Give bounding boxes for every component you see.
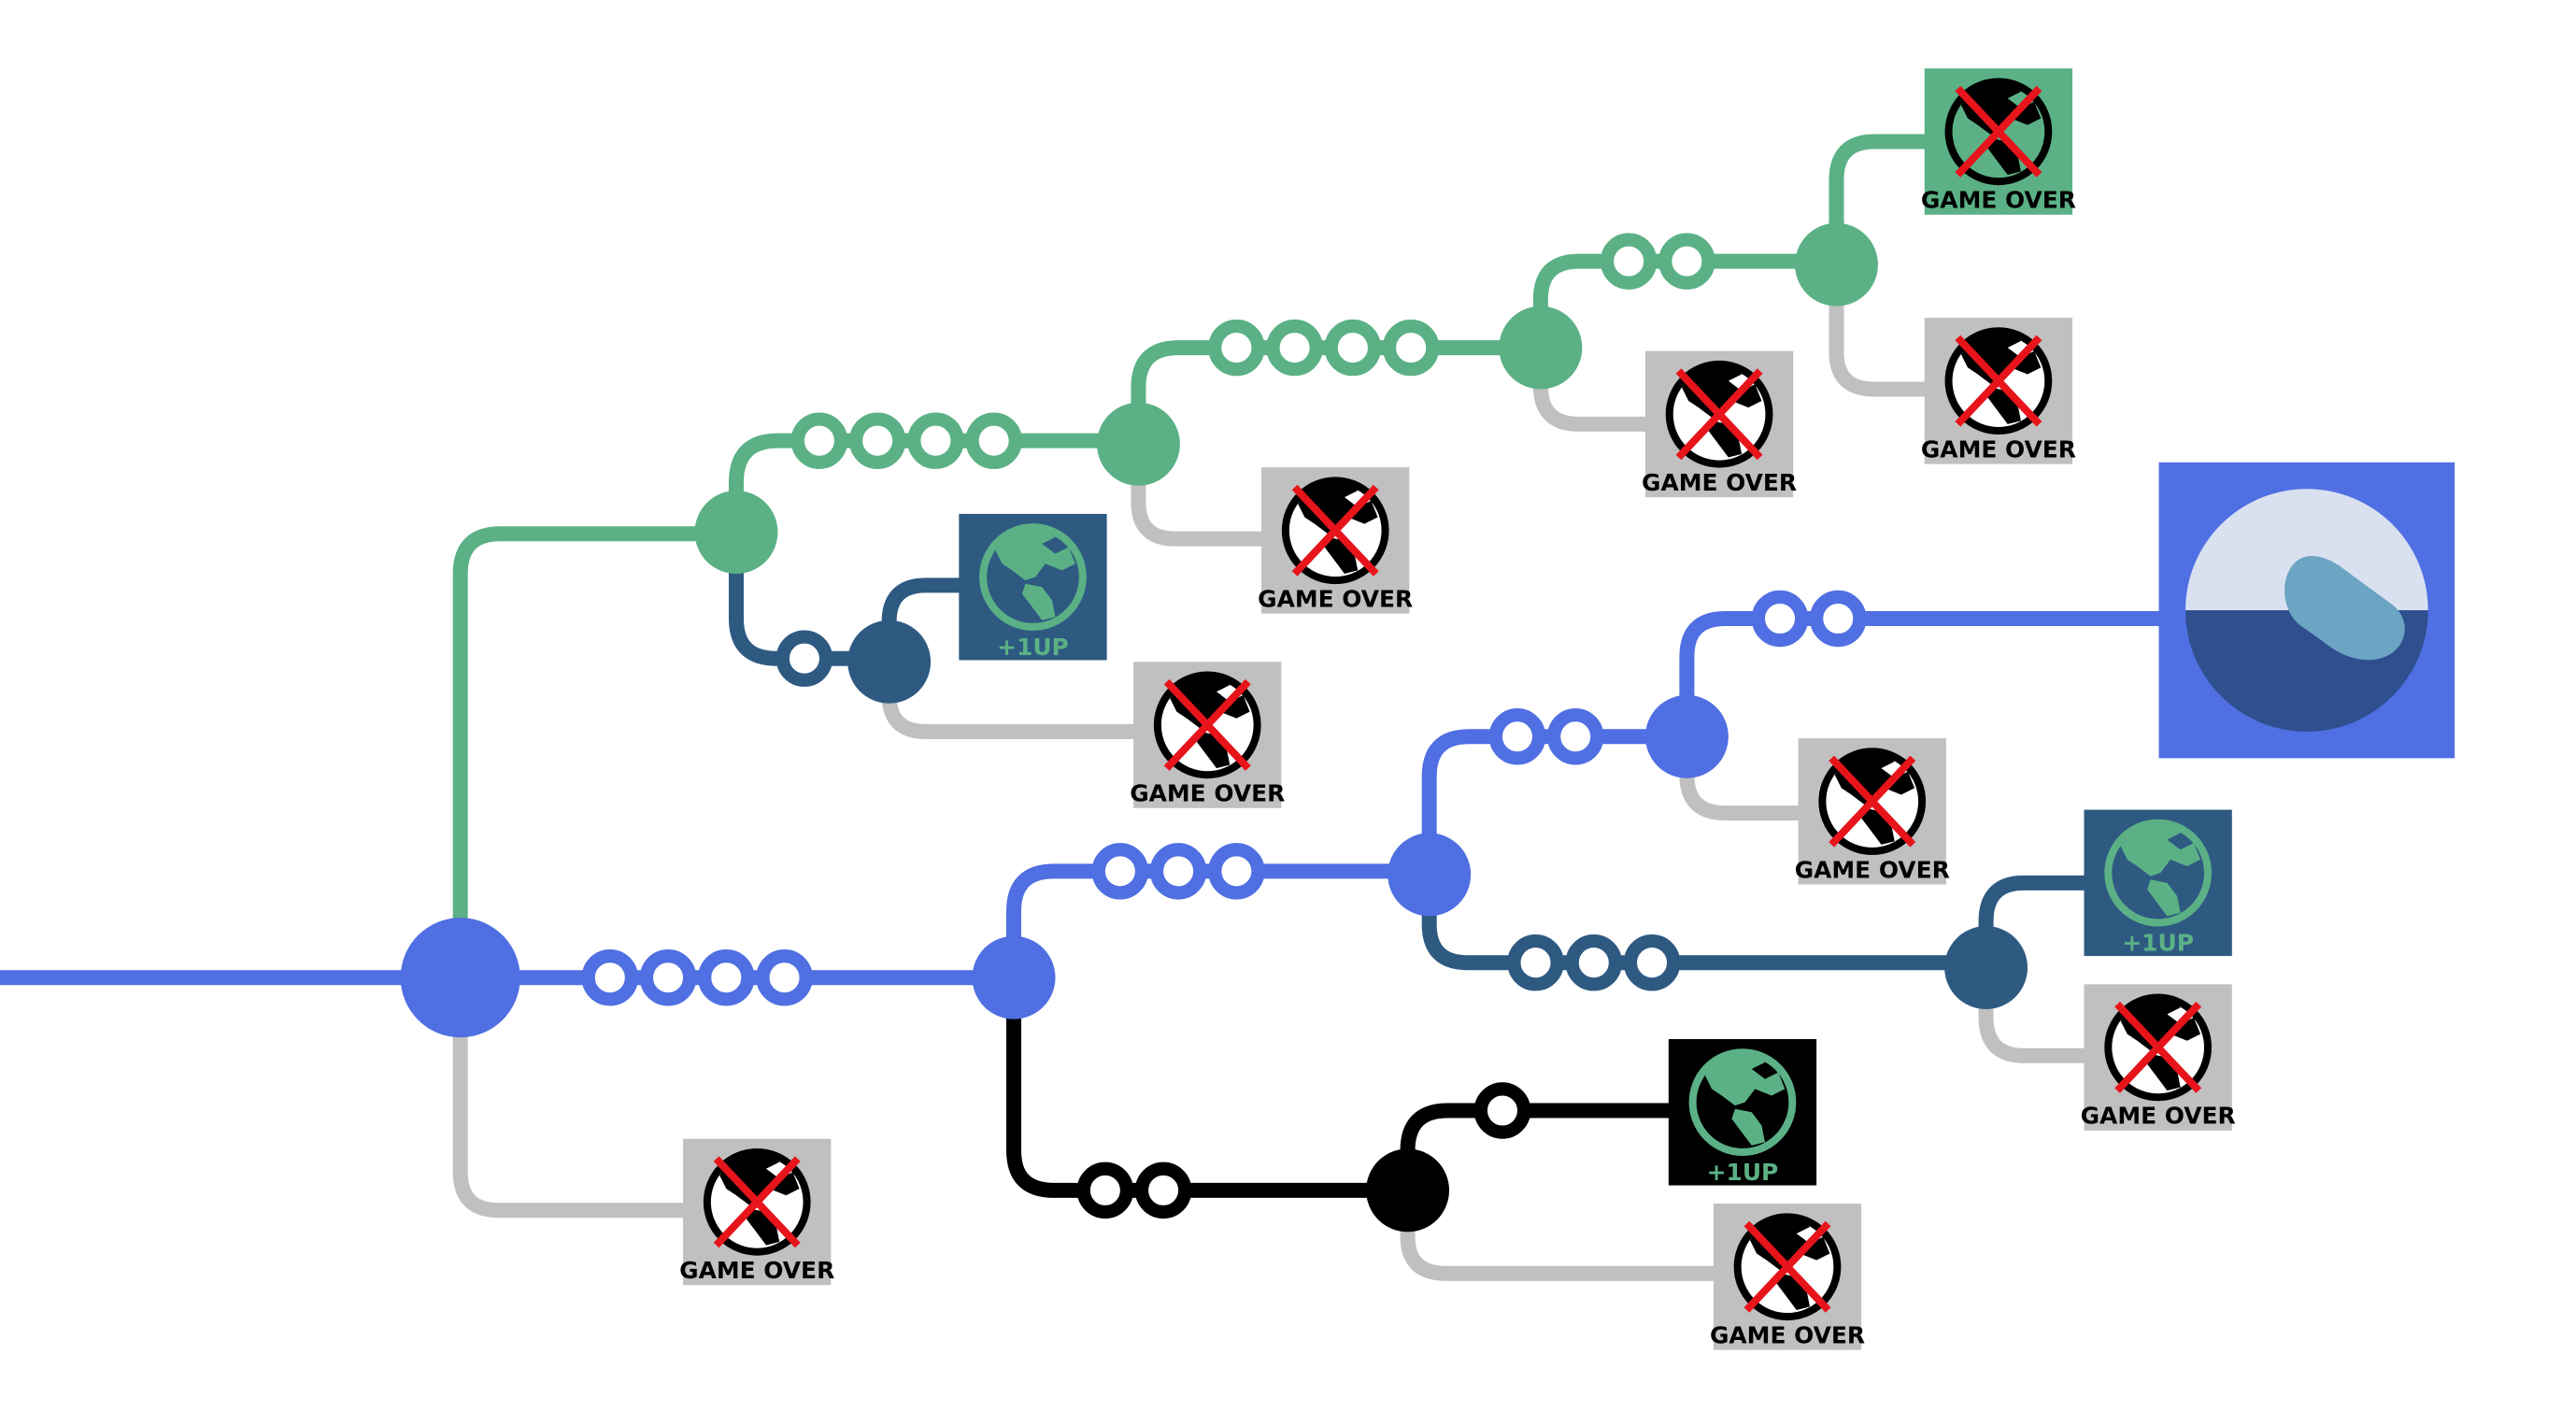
station-ring: [1134, 1161, 1192, 1219]
game-over-tile: GAME OVER: [1130, 662, 1285, 808]
station-ring: [1810, 590, 1867, 648]
junction-nodes: [400, 222, 2028, 1233]
start-node: [400, 918, 520, 1038]
game-over-label: GAME OVER: [2081, 1103, 2236, 1130]
station-ring: [581, 948, 639, 1006]
game-over-label: GAME OVER: [1258, 586, 1413, 613]
station-ring: [907, 412, 964, 469]
station-ring: [1473, 1082, 1531, 1139]
station-ring: [756, 948, 813, 1006]
station-ring: [1623, 933, 1681, 991]
game-over-tile: GAME OVER: [1921, 318, 2076, 464]
station-ring: [1751, 590, 1809, 648]
game-over-label: GAME OVER: [1130, 780, 1285, 807]
game-over-tile: GAME OVER: [2081, 984, 2236, 1131]
one-up-label: +1UP: [997, 634, 1069, 661]
station-ring: [1488, 708, 1546, 765]
path-lines: [0, 134, 2169, 1281]
tiles: GAME OVER GAME OVER GAME OVER GAME OVER …: [679, 68, 2455, 1349]
game-over-label: GAME OVER: [1795, 856, 1950, 883]
junction-node: [1499, 306, 1583, 390]
junction-node: [847, 620, 932, 704]
station-ring: [1600, 233, 1658, 290]
game-over-tile: GAME OVER: [1642, 351, 1797, 498]
junction-node: [1388, 833, 1472, 917]
game-over-tile: GAME OVER: [1710, 1204, 1865, 1350]
station-ring: [1208, 319, 1265, 377]
game-over-label: GAME OVER: [1921, 187, 2076, 214]
game-over-label: GAME OVER: [1710, 1322, 1865, 1349]
game-over-tile: GAME OVER: [679, 1139, 834, 1286]
game-over-tile: GAME OVER: [1258, 467, 1413, 614]
station-ring: [1382, 319, 1440, 377]
station-ring: [1546, 708, 1604, 765]
junction-node: [1096, 402, 1180, 486]
junction-node: [1795, 222, 1878, 306]
junction-node: [972, 935, 1056, 1019]
crossed-out-earth-icon: [1955, 85, 2042, 178]
junction-node: [1644, 694, 1729, 778]
station-ring: [1091, 843, 1149, 900]
station-ring: [1565, 933, 1623, 991]
station-ring: [790, 412, 848, 469]
station-ring: [1324, 319, 1382, 377]
game-over-tile-green: GAME OVER: [1921, 68, 2076, 215]
junction-node: [694, 491, 778, 574]
station-ring: [1076, 1161, 1134, 1219]
game-over-label: GAME OVER: [679, 1257, 834, 1284]
one-up-tile: +1UP: [1668, 1039, 1817, 1186]
navy-route: [728, 526, 2096, 976]
black-route: [1006, 970, 1678, 1198]
goal-logo-icon: [2185, 489, 2428, 732]
one-up-label: +1UP: [2122, 930, 2194, 957]
station-ring: [698, 948, 755, 1006]
station-ring: [1658, 233, 1715, 290]
one-up-tile: +1UP: [959, 513, 1107, 661]
game-over-label: GAME OVER: [1921, 435, 2076, 463]
station-ring: [776, 630, 833, 687]
game-over-label: GAME OVER: [1642, 469, 1797, 496]
station-ring: [1266, 319, 1323, 377]
one-up-label: +1UP: [1707, 1159, 1779, 1186]
station-ring: [1507, 933, 1564, 991]
station-ring: [1208, 843, 1265, 900]
station-rings: [581, 233, 1867, 1219]
station-ring: [848, 412, 906, 469]
goal-tile: [2158, 462, 2455, 759]
one-up-tile: +1UP: [2084, 809, 2232, 957]
station-ring: [1149, 843, 1207, 900]
junction-node: [1366, 1148, 1450, 1233]
junction-node: [1944, 926, 2028, 1009]
game-over-tile: GAME OVER: [1795, 738, 1950, 885]
station-ring: [965, 412, 1022, 469]
station-ring: [639, 948, 697, 1006]
green-route: [452, 134, 1936, 986]
